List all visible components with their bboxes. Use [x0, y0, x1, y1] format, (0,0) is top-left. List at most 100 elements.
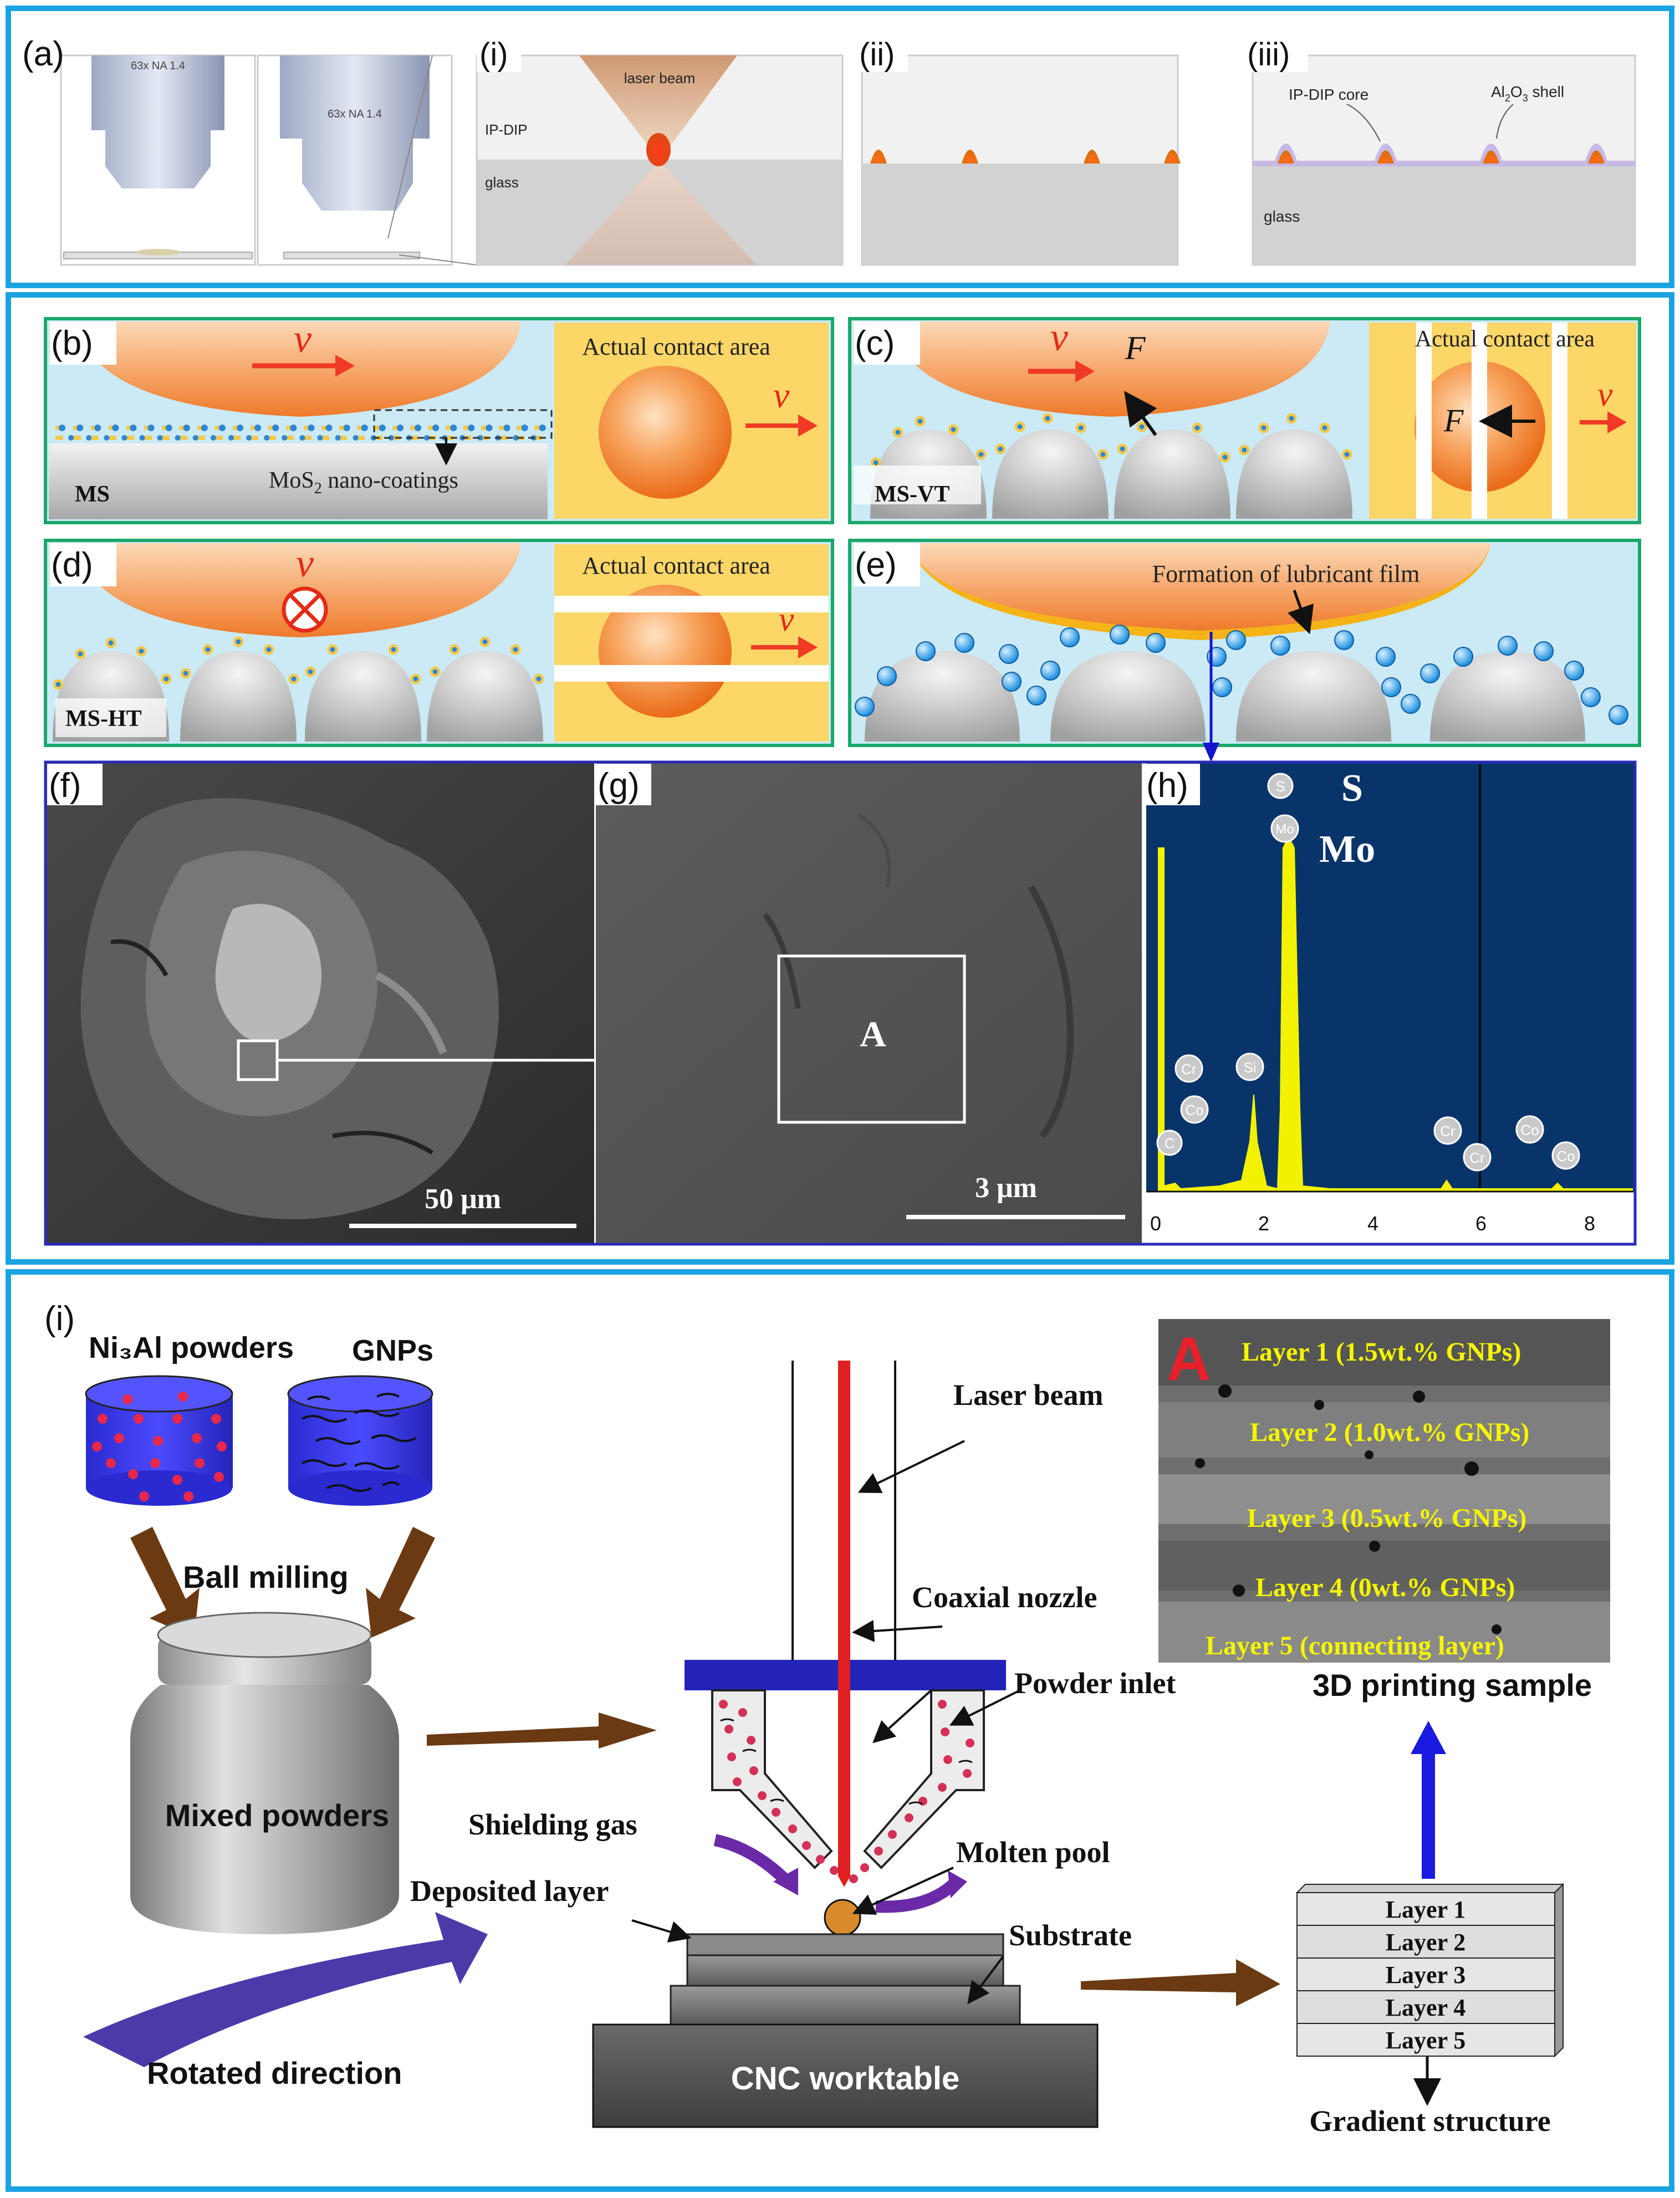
milling-arrow-right: [366, 1527, 435, 1638]
core-label: IP-DIP core: [1289, 86, 1368, 103]
frame-b-h: [6, 292, 1674, 1265]
printed-bump: [1164, 150, 1181, 163]
glass-layer-ii: [862, 163, 1178, 265]
zoom-line-2: [399, 254, 477, 265]
laser-beam-pointer: [857, 1440, 965, 1493]
laser-cone-bottom: [565, 161, 757, 265]
shell-leader: [1496, 104, 1514, 139]
panel-d-label: (d): [51, 546, 93, 584]
slide-2: [283, 252, 420, 259]
deposited-layer-label: Deposited layer: [410, 1874, 609, 1908]
counter-ball-c: [892, 321, 1330, 417]
gnps-container-bottom: [288, 1470, 432, 1506]
stack-layer-4: Layer 4: [1386, 1994, 1466, 2021]
x-tick-label: 6: [1475, 1212, 1487, 1235]
mos2-particles-d: [53, 636, 544, 690]
eds-spectrum: [1158, 835, 1633, 1192]
texture-dome: [992, 430, 1109, 519]
scale-label-f: 50 μm: [425, 1183, 501, 1215]
shielding-gas-left: [713, 1834, 792, 1886]
svg-text:Cr: Cr: [1181, 1061, 1197, 1077]
velocity-v-d2: v: [779, 601, 794, 638]
debris-cluster: [215, 904, 321, 1042]
panel-g-label: (g): [598, 766, 640, 805]
label-bg-c: [854, 321, 920, 365]
svg-text:Co: Co: [1520, 1122, 1539, 1138]
ms-vt-label: MS-VT: [875, 482, 949, 507]
groove-stripe: [1416, 323, 1432, 519]
panel-h-label: (h): [1146, 766, 1188, 805]
groove-stripe-h: [554, 596, 829, 612]
region-a-box: [777, 954, 966, 1124]
ms-ht-label: MS-HT: [65, 706, 142, 732]
panel-f-label: (f): [49, 766, 81, 805]
gnp-flakes: [302, 1393, 416, 1492]
panel-c-label: (c): [855, 324, 895, 362]
label-bg-f: [47, 764, 103, 805]
laser-beam-tip: [838, 1876, 850, 1887]
contact-area-label-b: Actual contact area: [582, 333, 770, 360]
coaxial-pointer: [852, 1619, 943, 1642]
core-leader: [1346, 104, 1381, 142]
velocity-arrowhead-c: [1075, 360, 1095, 382]
mixed-powders-label: Mixed powders: [165, 1798, 390, 1833]
texture-dome: [1114, 430, 1230, 519]
panel-c: v F MS-VT F v Actual contact area (c): [848, 315, 1641, 524]
bottle-body: [130, 1685, 399, 1934]
link-arrowhead-e-h: [1203, 743, 1219, 762]
sample-layer-5: Layer 5 (connecting layer): [1206, 1631, 1504, 1660]
texture-dome: [305, 651, 421, 742]
sample-layer-3: Layer 3 (0.5wt.% GNPs): [1247, 1504, 1526, 1533]
substrate-label: Substrate: [1009, 1919, 1132, 1952]
stack-layer-2: Layer 2: [1386, 1929, 1466, 1956]
powder-inlet-pointer: [949, 1689, 1020, 1726]
rotation-arrow: [83, 1912, 488, 2067]
sample-layer-1: Layer 1 (1.5wt.% GNPs): [1242, 1337, 1521, 1367]
molten-pool-label: Molten pool: [956, 1836, 1110, 1869]
deposited-layers-stack: [686, 1954, 1004, 1987]
stack-layer-1: Layer 1: [1386, 1896, 1466, 1923]
ridge: [375, 972, 447, 1055]
sample-letter: A: [1167, 1325, 1211, 1393]
panel-i: (i) Ni₃Al powders GNPs Ball milling M: [44, 1300, 1610, 2138]
x-axis-ticks: 0 2 4 6 8: [1150, 1212, 1595, 1235]
objective-1: [91, 55, 224, 188]
powder-inlet-pointer-2: [872, 1689, 932, 1744]
process-arrow: [1081, 1959, 1280, 2006]
glass-label-i: glass: [485, 174, 519, 191]
film-arrow: [1288, 590, 1314, 635]
shielding-gas-label: Shielding gas: [468, 1808, 637, 1841]
force-f-c: F: [1125, 330, 1146, 366]
cnc-worktable: [592, 2023, 1099, 2128]
big-s-label: S: [1341, 767, 1363, 810]
svg-text:Co: Co: [1556, 1148, 1575, 1164]
label-bg-h: [1145, 764, 1200, 805]
cnc-label: CNC worktable: [731, 2061, 960, 2097]
objective-label-1: 63x NA 1.4: [131, 60, 185, 72]
laser-beam-label: laser beam: [624, 70, 696, 86]
texture-dome: [1050, 651, 1206, 742]
svg-text:Co: Co: [1185, 1102, 1203, 1118]
panel-a-label: (a): [22, 35, 64, 73]
contact-area-label-d: Actual contact area: [582, 552, 770, 579]
rotated-direction-label: Rotated direction: [147, 2056, 402, 2090]
x-tick-label: 4: [1367, 1212, 1378, 1235]
x-tick-label: 2: [1258, 1212, 1269, 1235]
ball-milling-label: Ball milling: [183, 1560, 349, 1594]
label-bg-ii: [858, 33, 908, 72]
force-f-c2: F: [1443, 402, 1464, 438]
texture-dome: [1236, 430, 1352, 519]
element-markers: S Mo Cr Co C Si Cr Cr Co Co: [1156, 773, 1580, 1172]
molten-pool: [824, 1899, 861, 1936]
big-mo-label: Mo: [1319, 828, 1375, 871]
sample-layer-2: Layer 2 (1.0wt.% GNPs): [1250, 1418, 1529, 1447]
shielding-gas-right-head: [948, 1870, 967, 1898]
objective-2: [280, 55, 430, 211]
panel-a-ii-label: (ii): [859, 37, 895, 73]
ip-dip-core: [1483, 150, 1499, 163]
ip-dip-core: [1377, 150, 1394, 163]
panel-h: S Mo Cr Co C Si Cr Cr Co Co S Mo 0 2 4: [1142, 762, 1635, 1244]
ms-label: MS: [75, 482, 110, 507]
force-arrow-c: [1124, 391, 1157, 436]
contact-sphere-b: [599, 366, 732, 499]
